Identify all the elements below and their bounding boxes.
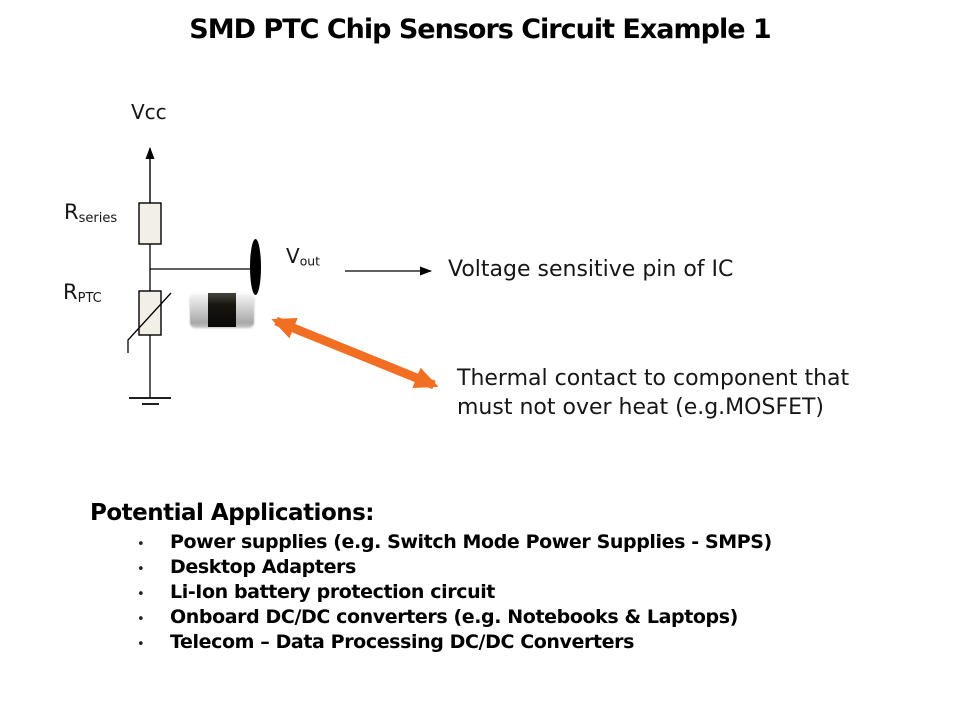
ptc-diagonal-stroke (127, 292, 172, 353)
bullet-dot: • (137, 637, 145, 652)
r-ptc-label: RPTC (63, 280, 102, 306)
r-series-label: Rseries (64, 200, 117, 226)
application-item: • Desktop Adapters (135, 556, 772, 581)
application-item-text: Onboard DC/DC converters (e.g. Notebooks… (170, 606, 738, 628)
thermal-contact-line1: Thermal contact to component that (457, 366, 850, 391)
vcc-label: Vcc (131, 100, 167, 124)
r-ptc-subscript: PTC (77, 290, 102, 306)
vout-subscript: out (299, 253, 320, 269)
thermal-contact-line2: must not over heat (e.g.MOSFET) (457, 395, 825, 420)
application-item: • Li-Ion battery protection circuit (135, 581, 772, 606)
r-series-subscript: series (78, 210, 118, 226)
application-item: • Power supplies (e.g. Switch Mode Power… (135, 531, 772, 556)
bullet-dot: • (137, 537, 145, 552)
application-item-text: Telecom – Data Processing DC/DC Converte… (170, 631, 635, 653)
application-item: • Telecom – Data Processing DC/DC Conver… (135, 631, 772, 656)
bullet-dot: • (137, 612, 145, 627)
voltage-pin-annotation: Voltage sensitive pin of IC (448, 257, 734, 282)
vout-label: Vout (286, 244, 320, 269)
slide-title: SMD PTC Chip Sensors Circuit Example 1 (189, 14, 771, 45)
thermal-contact-arrow (271, 316, 439, 390)
applications-heading: Potential Applications: (90, 500, 375, 526)
chip-body-band (208, 293, 236, 327)
r-series-symbol: R (64, 200, 79, 224)
application-item-text: Li-Ion battery protection circuit (170, 581, 495, 603)
r-ptc-resistor (138, 290, 162, 336)
thermal-contact-annotation: Thermal contact to component that must n… (457, 364, 849, 422)
application-item-text: Desktop Adapters (170, 556, 356, 578)
vout-symbol: V (286, 244, 300, 268)
r-series-resistor (138, 202, 162, 245)
r-ptc-symbol: R (63, 280, 78, 304)
smd-ptc-chip-image (190, 293, 254, 327)
vout-node-ellipse (250, 239, 261, 295)
applications-list: • Power supplies (e.g. Switch Mode Power… (135, 531, 772, 656)
application-item: • Onboard DC/DC converters (e.g. Noteboo… (135, 606, 772, 631)
bullet-dot: • (137, 587, 145, 602)
application-item-text: Power supplies (e.g. Switch Mode Power S… (170, 531, 772, 553)
bullet-dot: • (137, 562, 145, 577)
